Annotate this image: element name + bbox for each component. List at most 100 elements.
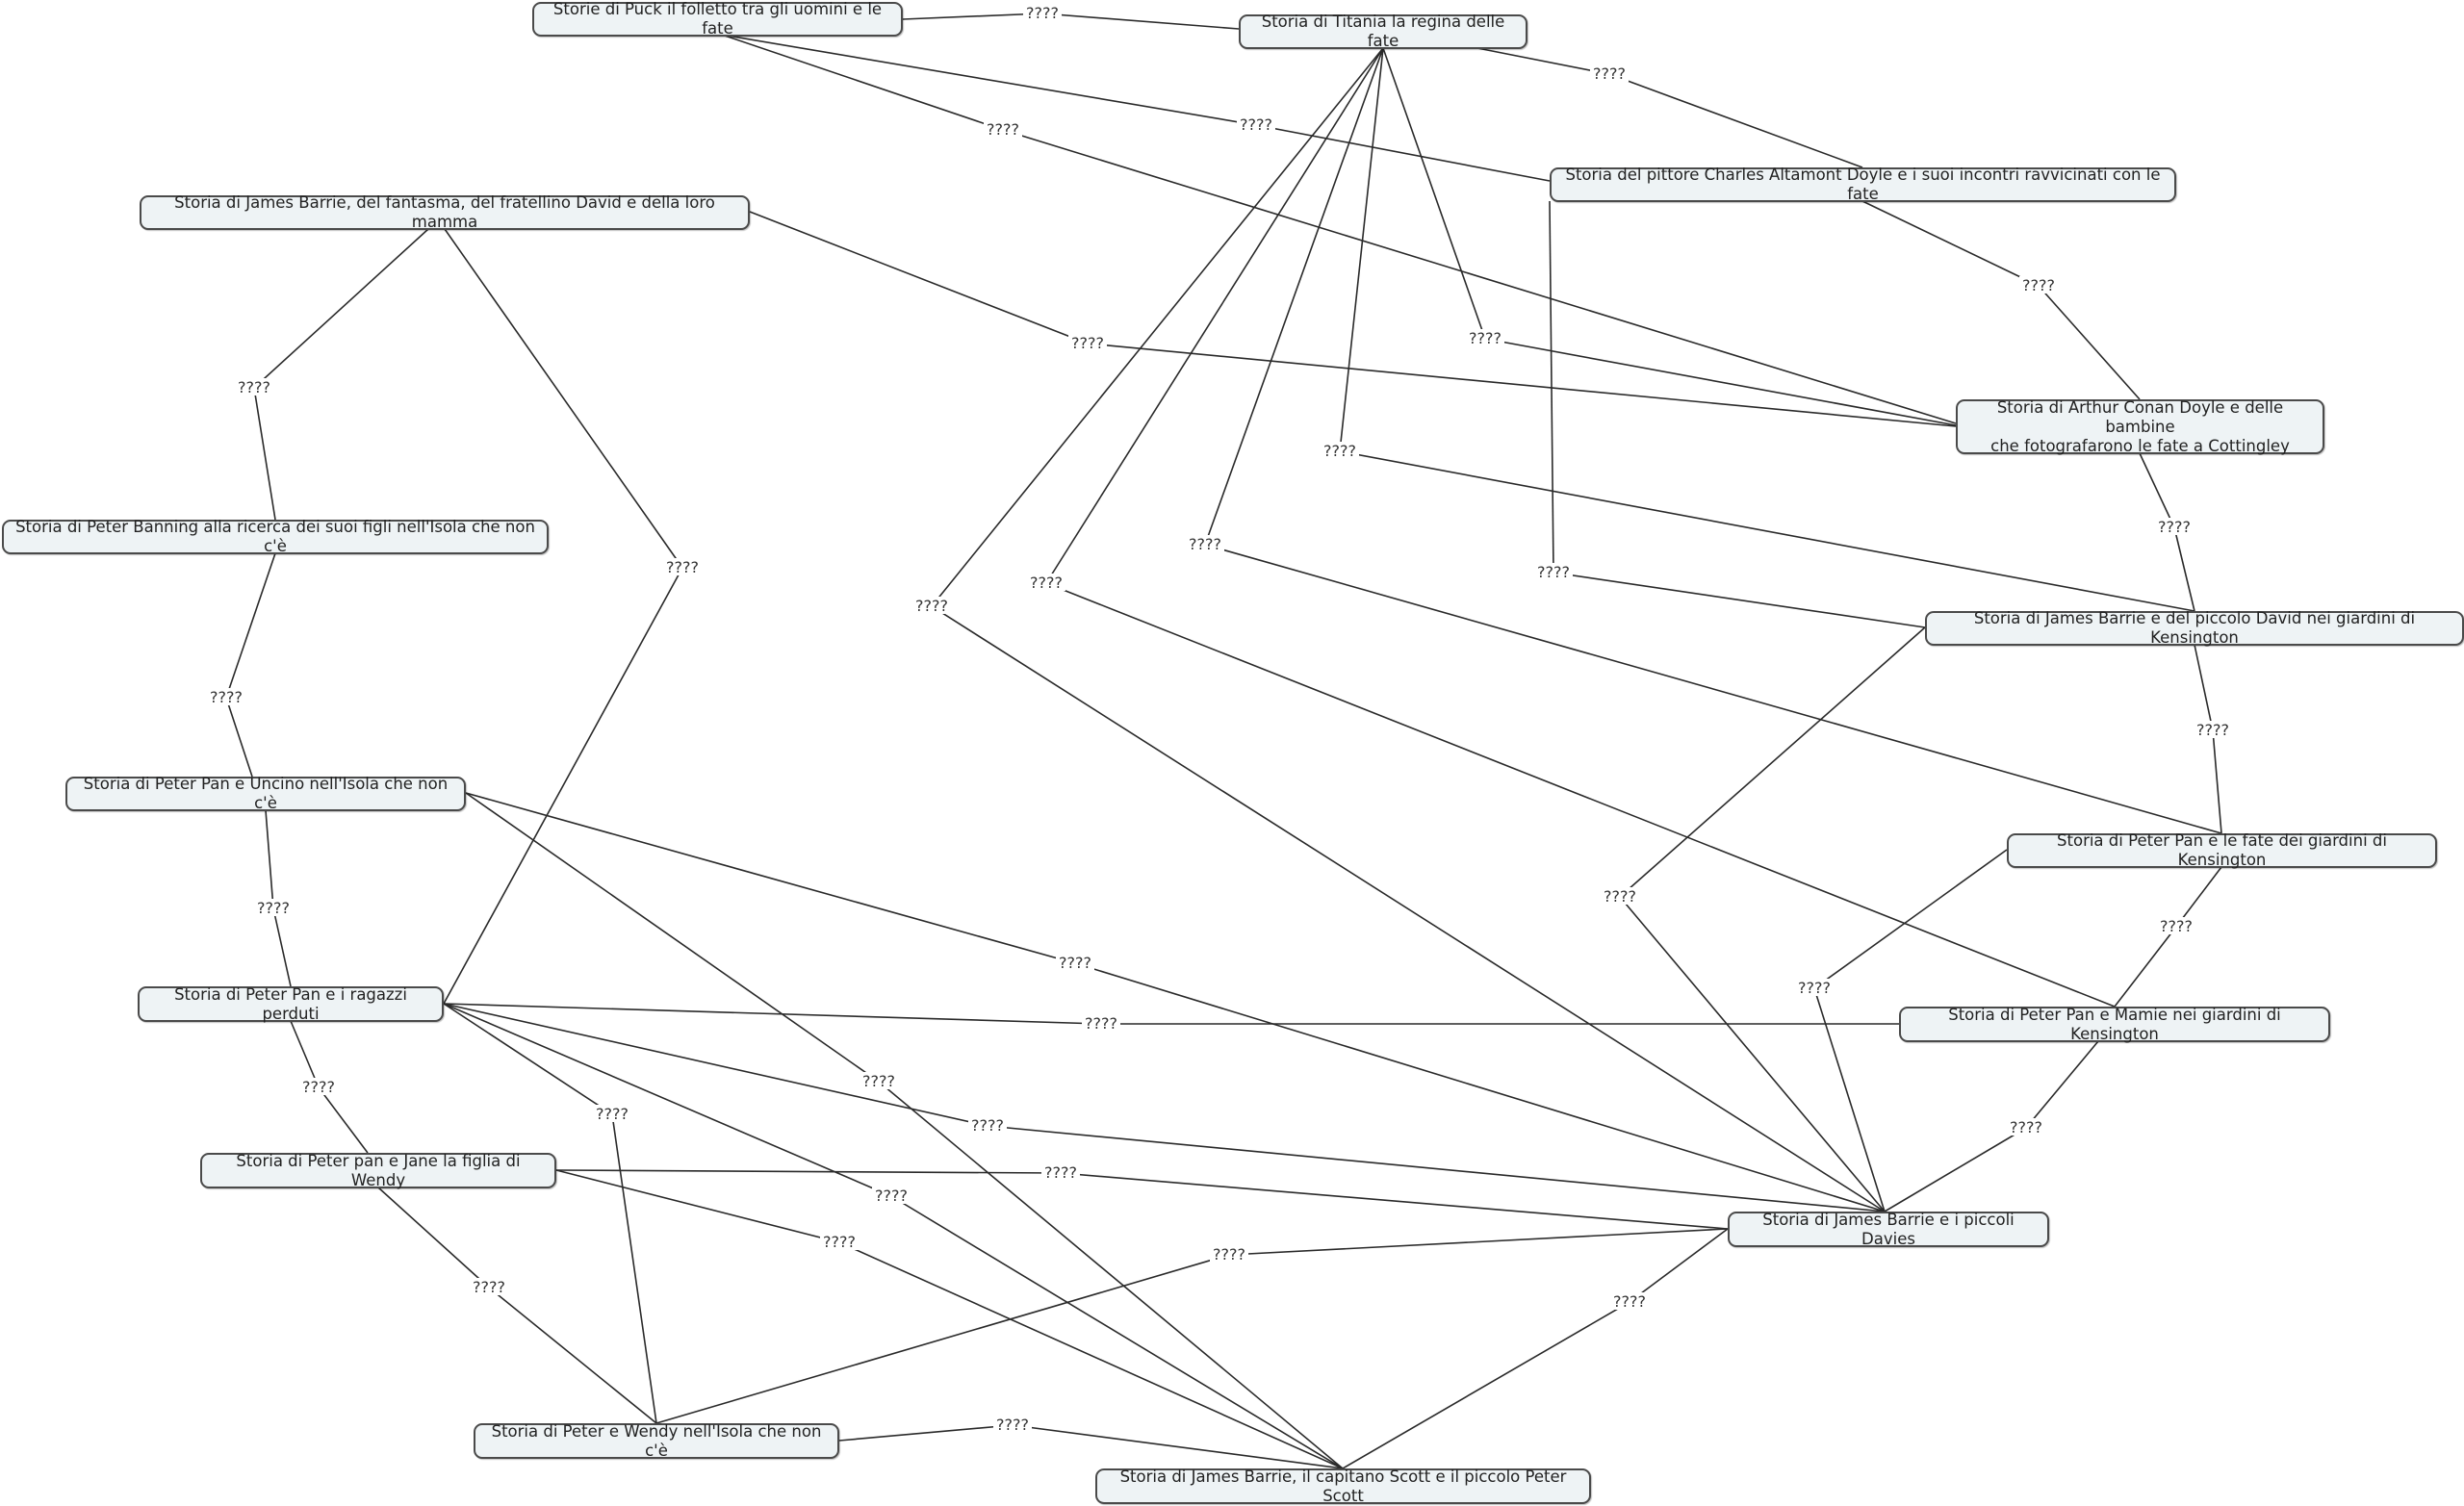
- link-label[interactable]: ????: [1085, 1014, 1117, 1033]
- link-label[interactable]: ????: [1537, 563, 1570, 581]
- link-label[interactable]: ????: [1798, 979, 1831, 997]
- link-label[interactable]: ????: [1071, 334, 1104, 352]
- link-label[interactable]: ????: [2010, 1118, 2042, 1136]
- link-titania-charles_doyle[interactable]: ????: [1476, 47, 1863, 168]
- link-label[interactable]: ????: [210, 688, 243, 706]
- link-label[interactable]: ????: [238, 378, 270, 396]
- link-puck-titania[interactable]: ????: [902, 4, 1240, 30]
- link-label[interactable]: ????: [971, 1116, 1004, 1135]
- link-label[interactable]: ????: [302, 1078, 335, 1096]
- link-line-segment: [611, 1113, 657, 1424]
- link-label[interactable]: ????: [1044, 1163, 1077, 1182]
- link-jb_david-jb_davies[interactable]: ????: [1601, 626, 1926, 1212]
- link-line-segment: [488, 1287, 657, 1424]
- link-titania-jb_davies[interactable]: ????: [912, 47, 1886, 1212]
- node-peter-pan-mamie[interactable]: Storia di Peter Pan e Mamie nei giardini…: [1899, 1006, 2330, 1043]
- link-pp_uncino-jb_davies[interactable]: ????: [465, 792, 1886, 1212]
- link-label[interactable]: ????: [1189, 535, 1221, 553]
- link-label[interactable]: ????: [915, 597, 948, 615]
- link-peter_wendy-jb_davies[interactable]: ????: [655, 1228, 1729, 1424]
- link-jb_fantasma-pp_ragazzi[interactable]: ????: [443, 228, 702, 1005]
- link-line-segment: [1339, 47, 1384, 452]
- link-line-segment: [1204, 544, 2222, 834]
- link-line-segment: [1553, 572, 1926, 628]
- link-titania-jb_david[interactable]: ????: [1321, 47, 2195, 612]
- link-pp_uncino-jb_scott[interactable]: ????: [465, 792, 1344, 1469]
- link-puck-charles_doyle[interactable]: ????: [721, 34, 1551, 182]
- node-james-barrie-david[interactable]: Storia di James Barrie e del piccolo Dav…: [1925, 609, 2464, 647]
- link-pp_fate-jb_davies[interactable]: ????: [1795, 849, 2008, 1212]
- link-pp_jane-peter_wendy[interactable]: ????: [377, 1187, 657, 1424]
- link-label-background: [1186, 535, 1224, 552]
- link-conan_doyle-jb_david[interactable]: ????: [2139, 452, 2195, 612]
- link-label[interactable]: ????: [1213, 1245, 1245, 1264]
- link-label[interactable]: ????: [596, 1105, 629, 1123]
- link-label[interactable]: ????: [823, 1233, 856, 1251]
- link-pp_mamie-jb_davies[interactable]: ????: [1884, 1040, 2099, 1212]
- link-label[interactable]: ????: [666, 558, 699, 576]
- link-label[interactable]: ????: [1030, 574, 1063, 592]
- link-label[interactable]: ????: [987, 120, 1019, 139]
- link-label[interactable]: ????: [996, 1416, 1029, 1434]
- node-puck[interactable]: Storie di Puck il folletto tra gli uomin…: [532, 0, 903, 38]
- link-charles_doyle-jb_david[interactable]: ????: [1534, 200, 1926, 628]
- link-line-segment: [721, 34, 1004, 131]
- link-banning-pp_uncino[interactable]: ????: [207, 552, 276, 778]
- link-label[interactable]: ????: [2022, 276, 2055, 294]
- link-titania-conan_doyle[interactable]: ????: [1382, 47, 1957, 426]
- node-peter-pan-jane[interactable]: Storia di Peter pan e Jane la figlia di …: [200, 1152, 556, 1189]
- node-james-barrie-scott[interactable]: Storia di James Barrie, il capitano Scot…: [1095, 1468, 1591, 1505]
- link-label[interactable]: ????: [1323, 442, 1356, 460]
- link-pp_ragazzi-pp_jane[interactable]: ????: [290, 1020, 369, 1154]
- node-james-barrie-fantasma[interactable]: Storia di James Barrie, del fantasma, de…: [140, 193, 750, 231]
- node-charles-doyle[interactable]: Storia del pittore Charles Altamont Doyl…: [1550, 166, 2176, 203]
- link-pp_uncino-pp_ragazzi[interactable]: ????: [254, 809, 293, 987]
- link-label[interactable]: ????: [875, 1187, 908, 1205]
- link-pp_ragazzi-pp_mamie[interactable]: ????: [443, 1003, 1899, 1033]
- link-label[interactable]: ????: [1059, 954, 1091, 972]
- link-label[interactable]: ????: [1026, 4, 1059, 22]
- link-label-background: [470, 1278, 508, 1295]
- link-label[interactable]: ????: [2160, 917, 2193, 935]
- node-peter-pan-ragazzi-perduti[interactable]: Storia di Peter Pan e i ragazzi perduti: [138, 985, 444, 1023]
- link-charles_doyle-conan_doyle[interactable]: ????: [1861, 200, 2141, 400]
- link-label-background: [820, 1233, 859, 1250]
- link-titania-pp_fate[interactable]: ????: [1186, 47, 2222, 834]
- link-line-segment: [1339, 450, 2195, 612]
- link-peter_wendy-jb_scott[interactable]: ????: [838, 1416, 1344, 1469]
- node-peter-pan-uncino[interactable]: Storia di Peter Pan e Uncino nell'Isola …: [65, 775, 466, 812]
- link-label[interactable]: ????: [1613, 1292, 1646, 1311]
- link-pp_ragazzi-jb_scott[interactable]: ????: [443, 1003, 1344, 1469]
- link-pp_jane-jb_davies[interactable]: ????: [555, 1163, 1729, 1230]
- link-titania-pp_mamie[interactable]: ????: [1027, 47, 2116, 1008]
- link-label[interactable]: ????: [2158, 518, 2191, 536]
- link-label[interactable]: ????: [1240, 115, 1272, 134]
- link-jb_davies-jb_scott[interactable]: ????: [1342, 1228, 1729, 1469]
- link-label[interactable]: ????: [473, 1278, 505, 1296]
- node-peter-wendy[interactable]: Storia di Peter e Wendy nell'Isola che n…: [474, 1422, 839, 1460]
- node-peter-banning[interactable]: Storia di Peter Banning alla ricerca dei…: [2, 518, 549, 555]
- link-label[interactable]: ????: [2196, 721, 2229, 739]
- link-line-segment: [1549, 200, 1554, 574]
- link-pp_ragazzi-peter_wendy[interactable]: ????: [443, 1003, 657, 1424]
- link-line-segment: [749, 211, 1089, 345]
- link-pp_fate-pp_mamie[interactable]: ????: [2114, 866, 2222, 1008]
- link-label[interactable]: ????: [1469, 329, 1502, 347]
- link-puck-conan_doyle[interactable]: ????: [721, 34, 1957, 424]
- link-pp_jane-jb_scott[interactable]: ????: [555, 1169, 1344, 1469]
- node-james-barrie-davies[interactable]: Storia di James Barrie e i piccoli Davie…: [1728, 1211, 2049, 1248]
- link-label[interactable]: ????: [1604, 887, 1636, 906]
- link-label[interactable]: ????: [862, 1072, 895, 1090]
- link-label[interactable]: ????: [1593, 64, 1626, 83]
- link-line-segment: [1012, 1424, 1344, 1469]
- node-peter-pan-fate[interactable]: Storia di Peter Pan e le fate dei giardi…: [2007, 831, 2437, 869]
- link-jb_david-pp_fate[interactable]: ????: [2194, 644, 2232, 834]
- link-label-background: [1082, 1014, 1120, 1032]
- link-jb_fantasma-banning[interactable]: ????: [235, 228, 429, 521]
- link-pp_ragazzi-jb_davies[interactable]: ????: [443, 1003, 1886, 1212]
- node-conan-doyle[interactable]: Storia di Arthur Conan Doyle e delle bam…: [1956, 398, 2324, 455]
- link-label[interactable]: ????: [257, 899, 290, 917]
- node-titania[interactable]: Storia di Titania la regina delle fate: [1239, 13, 1527, 50]
- link-jb_fantasma-conan_doyle[interactable]: ????: [749, 211, 1957, 427]
